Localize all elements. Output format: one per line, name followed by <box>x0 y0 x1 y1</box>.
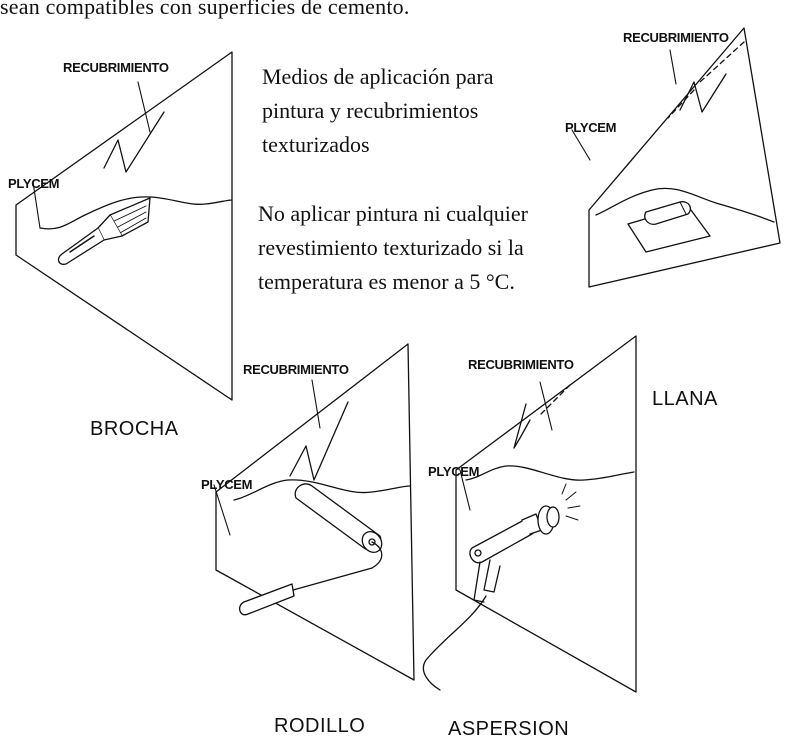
temperature-warning-text: No aplicar pintura ni cualquier revestim… <box>258 197 528 299</box>
brocha-caption: BROCHA <box>90 418 179 440</box>
aspersion-board-label: PLYCEM <box>428 464 480 479</box>
intro-text-line: sean compatibles con superficies de ceme… <box>0 0 410 19</box>
llana-board-outline <box>588 27 781 288</box>
llana-coating-leader <box>669 49 677 85</box>
trowel-icon <box>627 201 711 253</box>
rodillo-board-label: PLYCEM <box>201 477 253 492</box>
aspersion-coating-wave <box>465 465 635 481</box>
brocha-panel <box>15 51 233 401</box>
brocha-brush-icon <box>57 197 151 265</box>
aspersion-panel <box>422 335 637 693</box>
application-media-line: Medios de aplicación para <box>262 64 494 89</box>
rodillo-board-leader <box>213 484 231 536</box>
brocha-coating-wave <box>39 196 233 230</box>
rodillo-panel <box>213 343 415 681</box>
aspersion-dashed-edge <box>539 384 571 416</box>
rodillo-board-outline <box>215 343 415 681</box>
brocha-coating-leader <box>137 81 151 133</box>
aspersion-coating-label: RECUBRIMIENTO <box>468 357 574 372</box>
application-media-line: texturizados <box>262 132 370 157</box>
application-media-text: Medios de aplicación para pintura y recu… <box>262 60 494 162</box>
rodillo-break-zigzag <box>289 401 349 481</box>
llana-board-leader <box>571 129 591 161</box>
aspersion-board-leader <box>459 469 471 511</box>
rodillo-caption: RODILLO <box>274 715 366 737</box>
llana-board-label: PLYCEM <box>565 120 617 135</box>
brocha-board-label: PLYCEM <box>8 176 60 191</box>
rodillo-coating-leader <box>311 379 321 429</box>
aspersion-break-zigzag <box>513 403 531 449</box>
llana-panel <box>571 27 781 288</box>
spray-gun-icon <box>422 483 581 691</box>
temperature-warning-line: No aplicar pintura ni cualquier <box>258 201 529 226</box>
rodillo-coating-wave <box>233 479 411 501</box>
temperature-warning-line: temperatura es menor a 5 °C. <box>258 269 515 294</box>
brocha-break-zigzag <box>103 111 165 173</box>
brocha-board-outline <box>15 51 233 401</box>
rodillo-coating-label: RECUBRIMIENTO <box>243 362 349 377</box>
llana-coating-label: RECUBRIMIENTO <box>623 30 729 45</box>
aspersion-board-outline <box>455 335 637 693</box>
brocha-coating-label: RECUBRIMIENTO <box>63 60 169 75</box>
llana-break-zigzag <box>679 73 727 113</box>
llana-coating-wave <box>595 187 775 223</box>
roller-icon <box>238 483 383 616</box>
llana-dashed-edge <box>667 41 745 119</box>
aspersion-coating-leader <box>539 381 553 431</box>
brocha-board-leader <box>32 181 41 229</box>
application-media-line: pintura y recubrimientos <box>262 98 479 123</box>
llana-caption: LLANA <box>652 388 718 410</box>
temperature-warning-line: revestimiento texturizado si la <box>258 235 524 260</box>
aspersion-caption: ASPERSION <box>448 718 570 740</box>
